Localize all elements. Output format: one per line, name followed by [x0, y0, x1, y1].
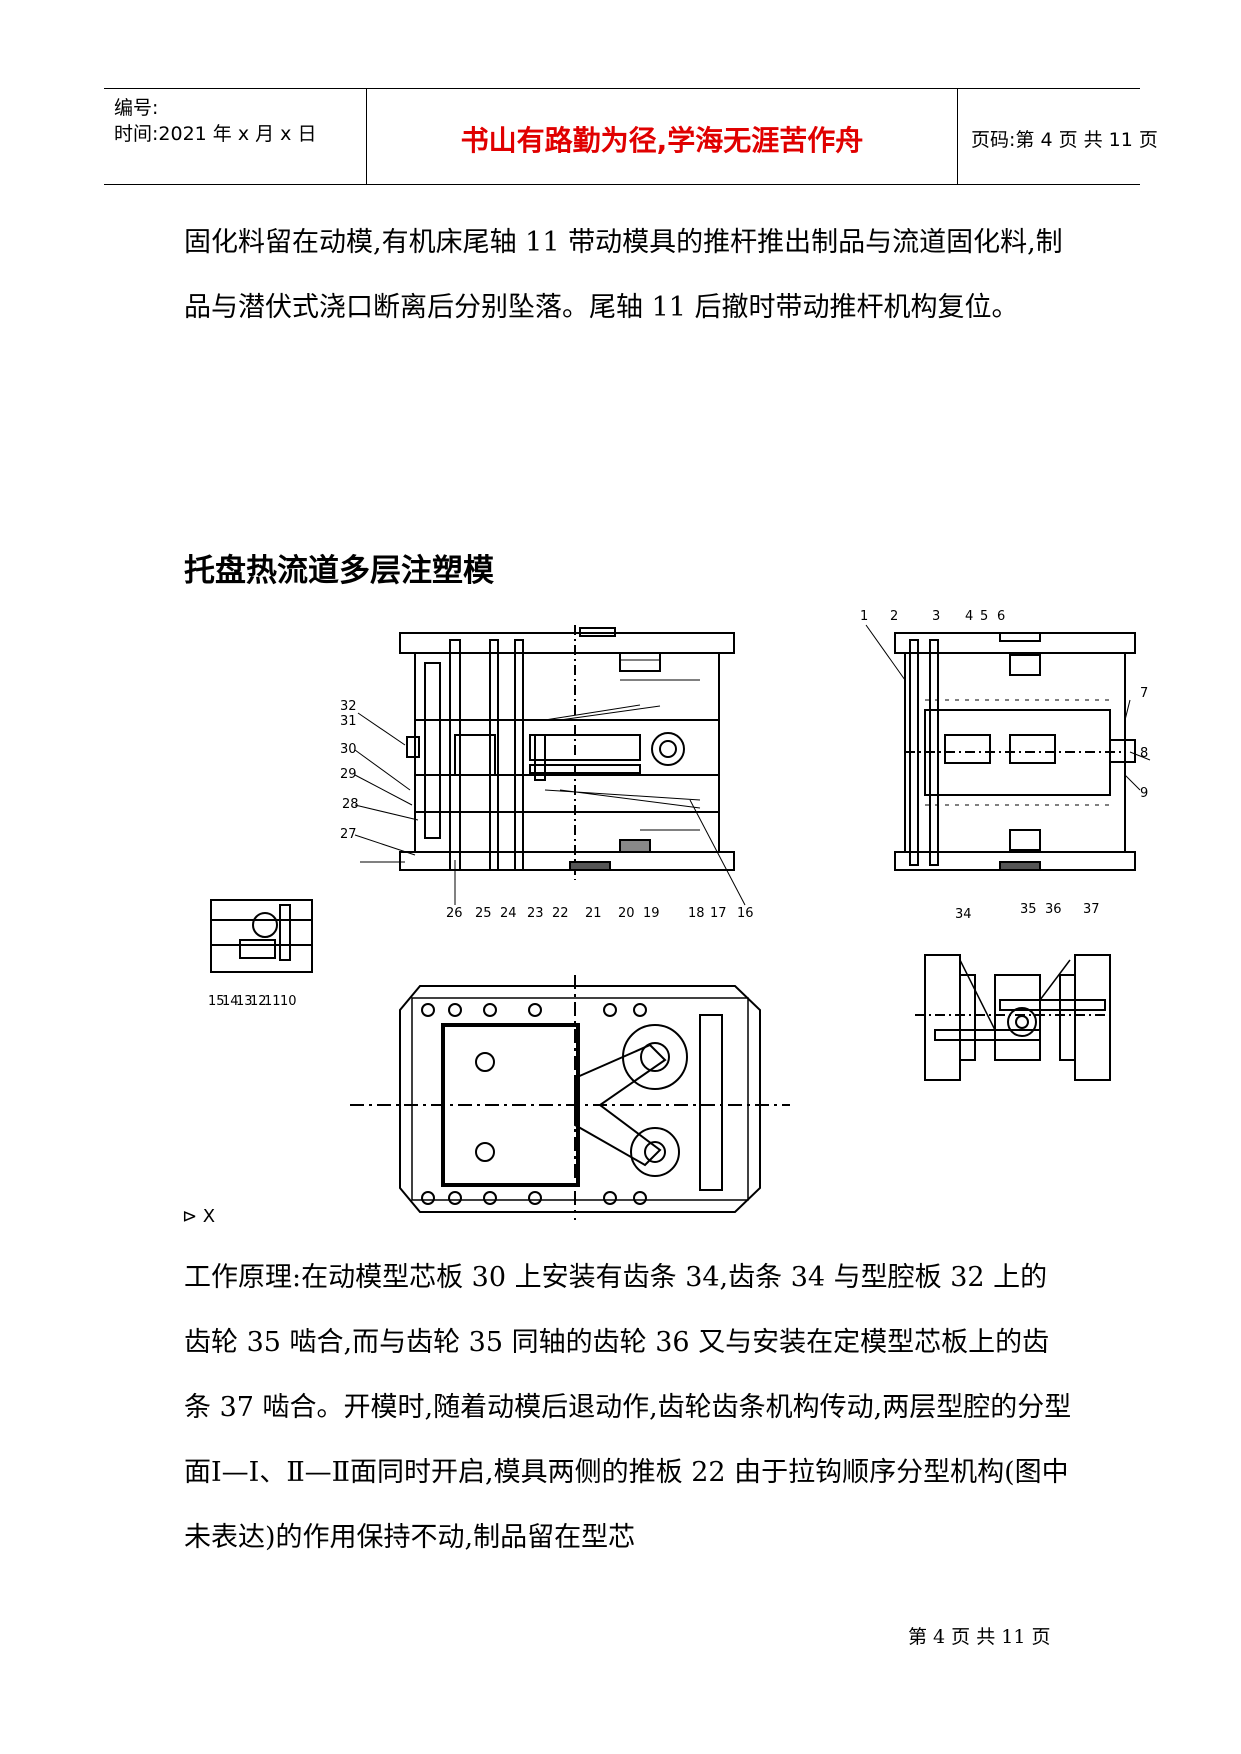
label-10: 10 [280, 994, 297, 1009]
label-23: 23 [527, 906, 544, 921]
label-7: 7 [1140, 686, 1148, 701]
label-24: 24 [500, 906, 517, 921]
label-3: 3 [932, 609, 940, 624]
label-18: 18 [688, 906, 705, 921]
header-meta: 编号: 时间:2021 年 x 月 x 日 [104, 89, 367, 184]
page-footer: 第 4 页 共 11 页 [908, 1626, 1051, 1648]
label-25: 25 [475, 906, 492, 921]
section-title: 托盘热流道多层注塑模 [184, 553, 494, 589]
label-22: 22 [552, 906, 569, 921]
header-motto-cell: 书山有路勤为径,学海无涯苦作舟 [367, 89, 958, 184]
label-34: 34 [955, 907, 972, 922]
label-27: 27 [340, 827, 357, 842]
page-header: 编号: 时间:2021 年 x 月 x 日 书山有路勤为径,学海无涯苦作舟 页码… [104, 88, 1158, 185]
label-15: 15 [208, 994, 225, 1009]
view-mark: ⊳ X [182, 1206, 215, 1227]
label-28: 28 [342, 797, 359, 812]
paragraph-2: 工作原理:在动模型芯板 30 上安装有齿条 34,齿条 34 与型腔板 32 上… [184, 1262, 1072, 1553]
label-29: 29 [340, 767, 357, 782]
label-1: 1 [860, 609, 868, 624]
label-12: 12 [250, 994, 267, 1009]
label-4: 4 [965, 609, 973, 624]
label-20: 20 [618, 906, 635, 921]
figure-labels: 32 31 30 29 28 27 26 25 24 23 22 21 20 1… [182, 609, 1148, 1227]
paragraph-1: 固化料留在动模,有机床尾轴 11 带动模具的推杆推出制品与流道固化料,制品与潜伏… [184, 227, 1063, 323]
label-14: 14 [222, 994, 239, 1009]
label-13: 13 [236, 994, 253, 1009]
label-6: 6 [997, 609, 1005, 624]
page-number: 页码:第 4 页 共 11 页 [971, 129, 1158, 151]
label-16: 16 [737, 906, 754, 921]
label-32: 32 [340, 699, 357, 714]
label-19: 19 [643, 906, 660, 921]
label-35: 35 [1020, 902, 1037, 917]
number-label: 编号: [114, 97, 159, 119]
label-37: 37 [1083, 902, 1100, 917]
mold-drawing: 32 31 30 29 28 27 26 25 24 23 22 21 20 1… [182, 609, 1151, 1227]
label-26: 26 [446, 906, 463, 921]
label-36: 36 [1045, 902, 1062, 917]
label-11: 11 [264, 994, 281, 1009]
header-page-cell: 页码:第 4 页 共 11 页 [959, 89, 1158, 184]
label-21: 21 [585, 906, 602, 921]
label-17: 17 [710, 906, 727, 921]
label-8: 8 [1140, 746, 1148, 761]
motto: 书山有路勤为径,学海无涯苦作舟 [460, 124, 864, 157]
label-31: 31 [340, 714, 357, 729]
label-30: 30 [340, 742, 357, 757]
label-2: 2 [890, 609, 898, 624]
time-label: 时间:2021 年 x 月 x 日 [114, 123, 317, 145]
label-5: 5 [980, 609, 988, 624]
label-9: 9 [1140, 786, 1148, 801]
